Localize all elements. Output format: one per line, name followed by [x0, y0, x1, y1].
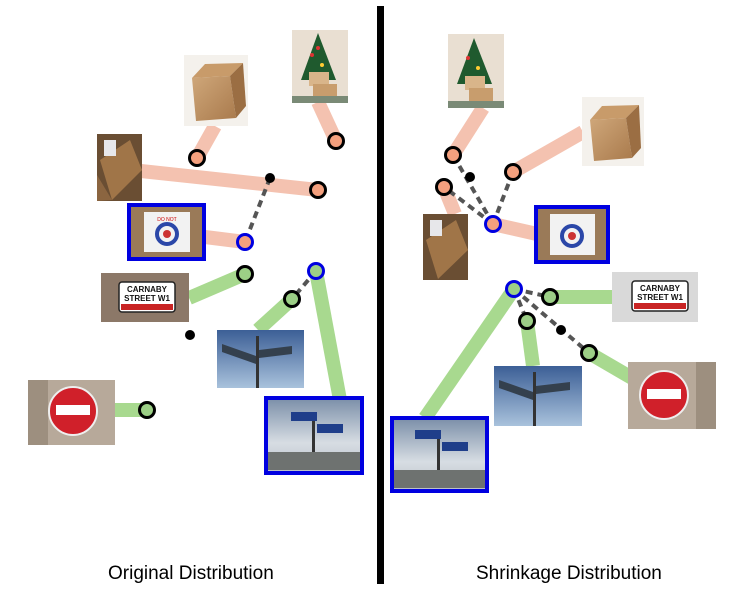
- query-node-orange: [236, 233, 254, 251]
- dashed-link: [451, 153, 495, 226]
- query-node-orange: [484, 215, 502, 233]
- left-nodes: [138, 132, 345, 419]
- no-entry-sign-photo: [28, 380, 115, 445]
- street-sign-pole-photo: [217, 330, 304, 388]
- christmas-tree-photo: [292, 30, 348, 103]
- edge-green: [419, 285, 520, 422]
- street-sign-pole-photo: [494, 366, 582, 426]
- blue-street-sign-photo: [264, 396, 364, 475]
- node-orange: [504, 163, 522, 181]
- node-green: [518, 312, 536, 330]
- node-green: [138, 401, 156, 419]
- carnaby-line1: CARNABY: [127, 285, 168, 294]
- node-orange: [435, 178, 453, 196]
- centroid-dot: [185, 330, 195, 340]
- box-closeup-photo: [423, 214, 468, 280]
- edge-orange: [140, 164, 319, 197]
- carnaby-street-sign-photo: CARNABY STREET W1: [612, 272, 698, 322]
- dashed-link: [491, 171, 515, 225]
- left-edges: [114, 99, 347, 417]
- node-green: [541, 288, 559, 306]
- query-node-green: [505, 280, 523, 298]
- centroid-dot: [465, 172, 475, 182]
- node-green: [580, 344, 598, 362]
- node-green: [283, 290, 301, 308]
- query-node-green: [307, 262, 325, 280]
- sticker-text: DO NOT: [157, 217, 176, 223]
- dashed-link: [442, 185, 495, 226]
- right-nodes: [435, 146, 598, 362]
- box-sticker-photo: DO NOT: [127, 203, 206, 261]
- node-orange: [444, 146, 462, 164]
- caption-original-distribution: Original Distribution: [108, 563, 274, 584]
- node-green: [236, 265, 254, 283]
- carnaby-line1: CARNABY: [640, 284, 681, 293]
- box-sticker-photo: [534, 205, 610, 264]
- carnaby-line2: STREET W1: [124, 294, 170, 303]
- edge-orange: [447, 104, 489, 159]
- centroid-dot: [556, 325, 566, 335]
- box-closeup-photo: [97, 134, 142, 201]
- node-orange: [188, 149, 206, 167]
- dashed-link: [512, 287, 591, 355]
- cardboard-box-photo: [582, 97, 644, 166]
- no-entry-sign-photo: [628, 362, 716, 429]
- carnaby-line2: STREET W1: [637, 293, 683, 302]
- caption-shrinkage-distribution: Shrinkage Distribution: [476, 563, 662, 584]
- node-orange: [327, 132, 345, 150]
- node-orange: [309, 181, 327, 199]
- centroid-dot: [265, 173, 275, 183]
- christmas-tree-photo: [448, 34, 504, 108]
- edge-green: [186, 267, 248, 305]
- edge-green: [309, 269, 347, 402]
- carnaby-street-sign-photo: CARNABY STREET W1: [101, 273, 189, 322]
- blue-street-sign-photo: [390, 416, 489, 493]
- panel-divider: [377, 6, 384, 584]
- cardboard-box-photo: [184, 55, 248, 126]
- edge-orange: [509, 125, 587, 179]
